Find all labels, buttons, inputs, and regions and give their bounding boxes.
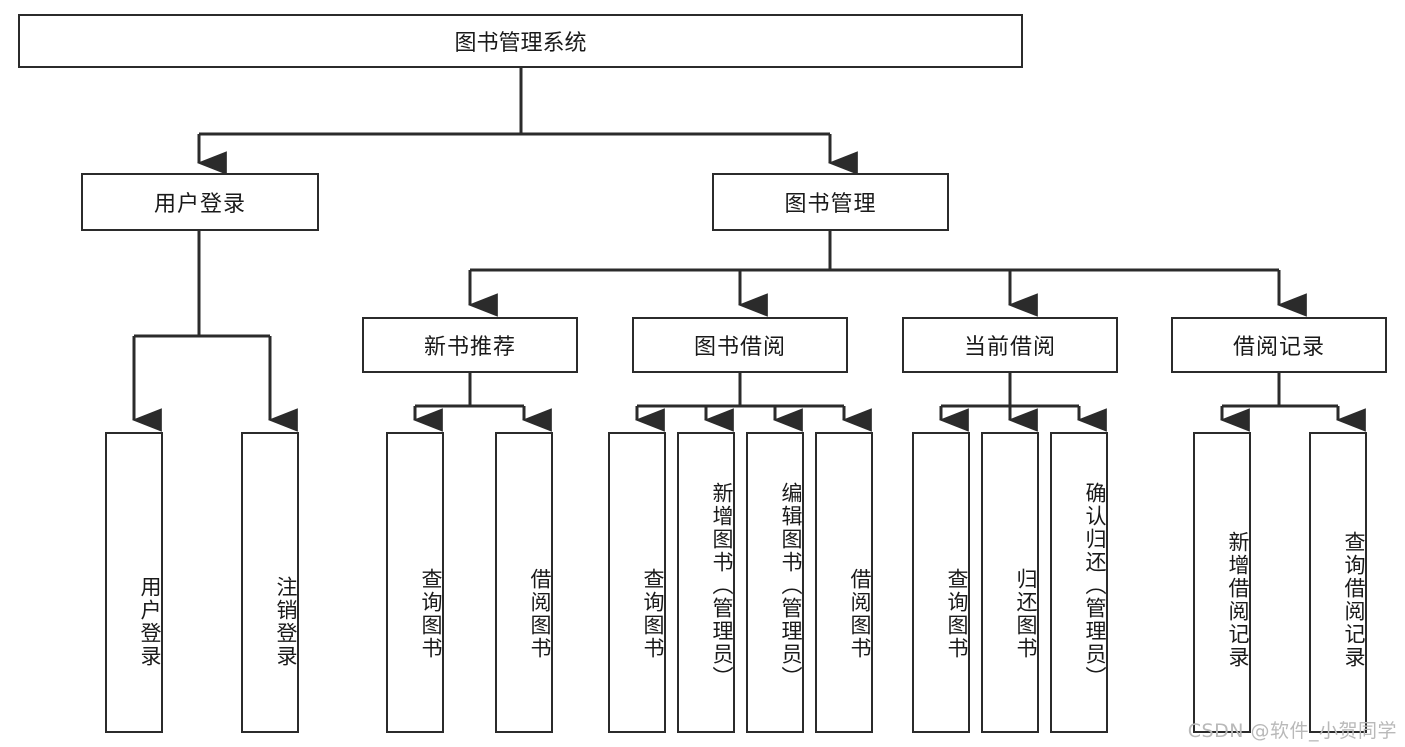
node-borrow-record-label: 借阅记录 xyxy=(1232,335,1325,360)
node-root-system-label: 图书管理系统 xyxy=(454,31,587,56)
node-new-book-recommend[interactable]: 新书推荐 xyxy=(362,317,578,373)
node-leaf-query-book-current[interactable]: 查询图书 xyxy=(912,432,970,733)
node-leaf-confirm-return-admin-label: 确认归还（管理员） xyxy=(1083,482,1107,689)
node-book-borrow[interactable]: 图书借阅 xyxy=(632,317,848,373)
node-leaf-borrow-book-label: 借阅图书 xyxy=(848,567,872,660)
node-leaf-add-book-admin-label: 新增图书（管理员） xyxy=(710,482,734,689)
node-borrow-record[interactable]: 借阅记录 xyxy=(1171,317,1387,373)
node-leaf-return-book-label: 归还图书 xyxy=(1014,567,1038,660)
node-leaf-logout-label: 注销登录 xyxy=(274,575,298,668)
csdn-watermark: CSDN @软件_小贺同学 xyxy=(1187,720,1397,742)
node-leaf-add-borrow-record-label: 新增借阅记录 xyxy=(1226,530,1250,669)
node-leaf-logout[interactable]: 注销登录 xyxy=(241,432,299,733)
node-leaf-query-borrow-record-label: 查询借阅记录 xyxy=(1342,530,1366,669)
node-leaf-query-book-recommend[interactable]: 查询图书 xyxy=(386,432,444,733)
node-leaf-user-login-label: 用户登录 xyxy=(138,575,162,668)
node-book-management-label: 图书管理 xyxy=(784,192,877,217)
node-leaf-edit-book-admin-label: 编辑图书（管理员） xyxy=(779,482,803,689)
node-leaf-user-login[interactable]: 用户登录 xyxy=(105,432,163,733)
node-root-system[interactable]: 图书管理系统 xyxy=(18,14,1023,68)
node-leaf-return-book[interactable]: 归还图书 xyxy=(981,432,1039,733)
node-leaf-query-borrow-record[interactable]: 查询借阅记录 xyxy=(1309,432,1367,733)
node-book-management[interactable]: 图书管理 xyxy=(712,173,949,231)
node-user-login-label: 用户登录 xyxy=(153,192,246,217)
node-leaf-confirm-return-admin[interactable]: 确认归还（管理员） xyxy=(1050,432,1108,733)
node-current-borrow[interactable]: 当前借阅 xyxy=(902,317,1118,373)
node-user-login[interactable]: 用户登录 xyxy=(81,173,319,231)
node-book-borrow-label: 图书借阅 xyxy=(693,335,786,360)
node-leaf-add-book-admin[interactable]: 新增图书（管理员） xyxy=(677,432,735,733)
node-leaf-borrow-book-recommend-label: 借阅图书 xyxy=(528,567,552,660)
node-current-borrow-label: 当前借阅 xyxy=(963,335,1056,360)
node-leaf-query-book-label: 查询图书 xyxy=(641,567,665,660)
node-leaf-borrow-book[interactable]: 借阅图书 xyxy=(815,432,873,733)
node-leaf-edit-book-admin[interactable]: 编辑图书（管理员） xyxy=(746,432,804,733)
node-leaf-query-book-current-label: 查询图书 xyxy=(945,567,969,660)
node-leaf-query-book[interactable]: 查询图书 xyxy=(608,432,666,733)
node-new-book-recommend-label: 新书推荐 xyxy=(423,335,516,360)
node-leaf-query-book-recommend-label: 查询图书 xyxy=(419,567,443,660)
node-leaf-borrow-book-recommend[interactable]: 借阅图书 xyxy=(495,432,553,733)
node-leaf-add-borrow-record[interactable]: 新增借阅记录 xyxy=(1193,432,1251,733)
